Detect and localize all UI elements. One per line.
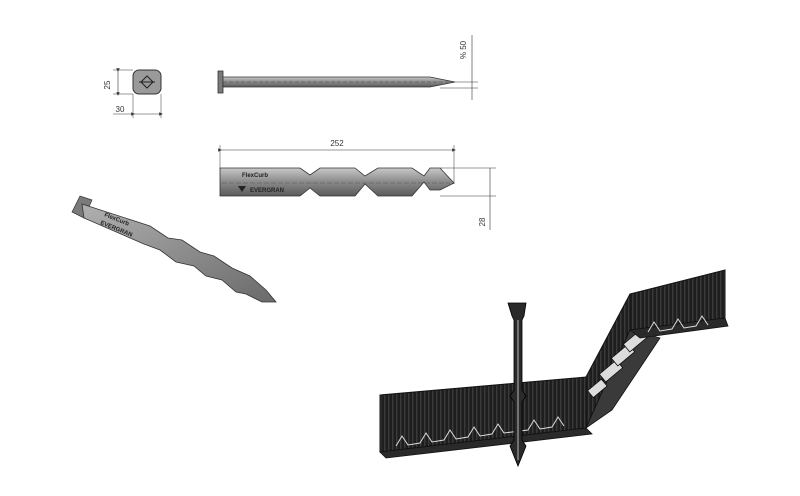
dim-length: 252 [330,139,344,148]
head-plate-top [217,70,224,94]
iso-head-plate [71,195,93,219]
maker-logo-icon [238,186,246,192]
product-name-side: FlexCurb [242,173,268,179]
dim-head-width: 30 [116,105,125,114]
isometric-stake: FlexCurb EVERGRAN [71,195,277,303]
head-cross-mark [139,75,155,89]
iso-serrated-shaft [81,203,277,303]
dim-blade-height: 28 [478,217,487,226]
ground-stake [507,302,527,468]
edging-base-right [629,317,729,339]
edging-teeth-right [647,315,709,333]
end-view: 25 30 [103,68,163,118]
serrated-shaft-side [219,167,455,197]
dim-tip-offset: % 50 [459,40,468,59]
maker-name-side: EVERGRAN [250,188,284,194]
top-view: % 50 [217,35,478,100]
dim-head-height: 25 [103,80,112,89]
side-view: 252 FlexCurb EVERGRAN 28 [218,139,496,230]
installed-edging [379,269,729,468]
edging-teeth-left [395,416,565,447]
base-segment [586,378,608,399]
